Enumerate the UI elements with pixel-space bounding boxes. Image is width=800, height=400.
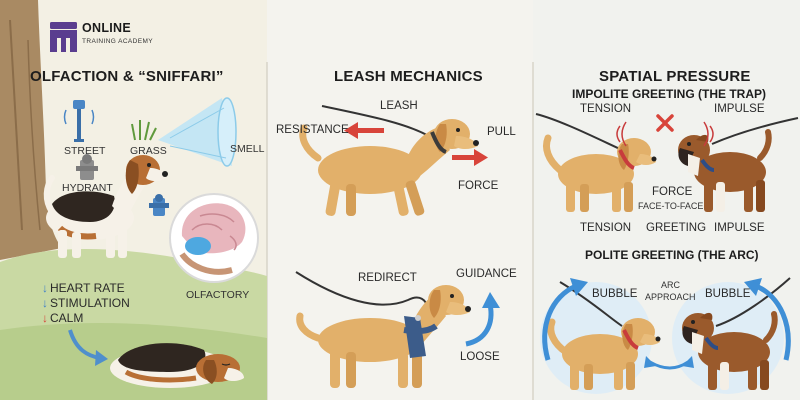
bubble-left-label: BUBBLE — [592, 288, 638, 300]
arc-label: ARC — [661, 280, 681, 290]
resistance-label: RESISTANCE — [276, 124, 349, 136]
olfaction-title: OLFACTION & “SNIFFARI” — [30, 68, 224, 85]
approach-label: APPROACH — [645, 292, 696, 302]
leash-boxer-loose — [715, 277, 791, 327]
grass-label: GRASS — [130, 145, 167, 157]
guidance-label: GUIDANCE — [456, 268, 517, 280]
smell-label: SMELL — [230, 143, 265, 155]
logo-mark-icon — [50, 22, 77, 52]
indicator-heart-rate: ↓HEART RATE — [42, 282, 125, 294]
polite-greeting-scene — [540, 277, 791, 394]
impulse-top-label: IMPULSE — [714, 103, 765, 115]
smell-cone-icon — [158, 97, 237, 167]
leash-golden-loose — [559, 281, 623, 327]
tension-top-label: TENSION — [580, 103, 632, 115]
indicator-stimulation: ↓STIMULATION — [42, 297, 130, 309]
olfactory-label: OLFACTORY — [186, 289, 250, 301]
indicator-calm: ↓CALM — [42, 312, 83, 324]
impulse-bottom-label: IMPULSE — [714, 222, 765, 234]
impolite-subtitle: IMPOLITE GREETING (THE TRAP) — [572, 87, 766, 101]
hydrant-label: HYDRANT — [62, 182, 113, 194]
dog-pulling-illustration — [299, 105, 479, 216]
leash-title: LEASH MECHANICS — [334, 68, 483, 85]
leash-golden-tense — [535, 113, 623, 151]
hydrant-icon-blue — [149, 194, 169, 216]
impolite-greeting-scene — [535, 113, 799, 212]
loose-label: LOOSE — [460, 351, 500, 363]
pull-arrow — [452, 149, 488, 166]
street-label: STREET — [64, 145, 106, 157]
grass-icon — [131, 120, 157, 141]
tension-marks — [616, 121, 714, 147]
pull-label: PULL — [487, 126, 516, 138]
calm-transition-arrowhead — [95, 350, 108, 366]
indicator-text: STIMULATION — [50, 296, 130, 310]
indicator-text: HEART RATE — [50, 281, 125, 295]
down-arrow-icon: ↓ — [42, 281, 48, 295]
leash-loose-bottom — [295, 271, 429, 309]
spatial-title: SPATIAL PRESSURE — [599, 68, 751, 85]
guidance-arrow — [465, 292, 500, 347]
leash-taut-top — [321, 105, 433, 139]
indicator-text: CALM — [50, 311, 84, 325]
leash-boxer-tense — [711, 117, 799, 145]
arc-arrow-right — [744, 278, 791, 361]
tension-bottom-label: TENSION — [580, 222, 632, 234]
olfactory-brain-diagram — [169, 193, 259, 283]
logo-name: ONLINE — [82, 21, 132, 35]
tree-trunk — [0, 0, 62, 260]
force-face-label: FORCE — [652, 186, 693, 198]
leash-label: LEASH — [380, 100, 418, 112]
street-icon — [63, 100, 95, 142]
down-arrow-icon: ↓ — [42, 296, 48, 310]
resistance-arrow — [344, 122, 384, 139]
approach-arrows — [644, 356, 694, 370]
beagle-sleeping-illustration — [110, 343, 244, 388]
force-label: FORCE — [458, 180, 499, 192]
down-arrow-icon: ↓ — [42, 311, 48, 325]
redirect-label: REDIRECT — [358, 272, 417, 284]
beagle-standing-illustration — [43, 155, 168, 258]
hydrant-icon — [76, 154, 98, 180]
dog-harness-illustration — [295, 271, 471, 388]
face-to-face-label: FACE-TO-FACE — [638, 201, 704, 211]
bubble-right-label: BUBBLE — [705, 288, 751, 300]
logo-tagline: TRAINING ACADEMY — [82, 38, 154, 45]
polite-subtitle: POLITE GREETING (THE ARC) — [585, 248, 759, 262]
greeting-label: GREETING — [646, 222, 707, 234]
conflict-x-icon — [656, 114, 674, 132]
arc-arrow-left — [542, 278, 588, 361]
